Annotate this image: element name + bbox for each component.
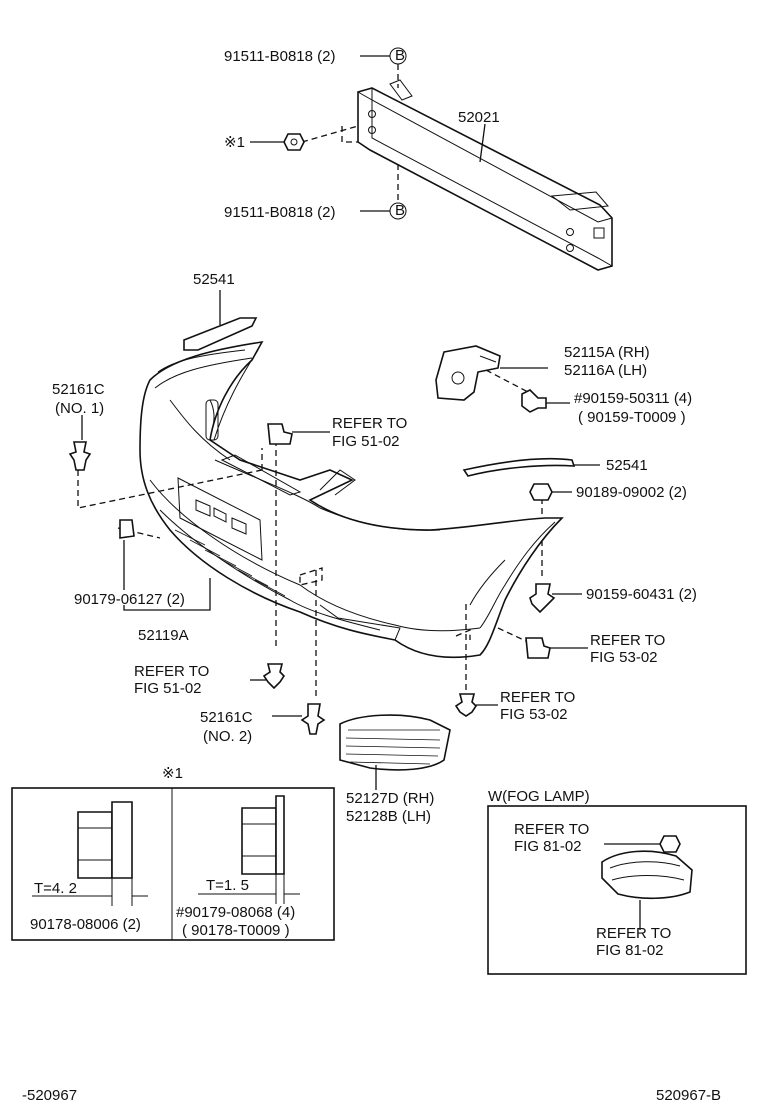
label-grille-lh: 52128B (LH) bbox=[346, 808, 431, 825]
bumper-reinforcement bbox=[357, 79, 613, 271]
label-nut-08006: 90178-08006 (2) bbox=[30, 916, 141, 933]
label-bolt-top: 91511-B0818 (2) bbox=[224, 48, 335, 65]
inset-nut-box bbox=[11, 787, 335, 941]
label-clip-no2: 52161C bbox=[200, 709, 253, 726]
label-fog-refer-1: REFER TO bbox=[514, 821, 589, 838]
callout-b-top-icon bbox=[389, 47, 407, 65]
label-screw-60431: 90159-60431 (2) bbox=[586, 586, 697, 603]
callout-b-bottom-icon bbox=[389, 202, 407, 220]
label-fig51-low: FIG 51-02 bbox=[134, 680, 202, 697]
upper-seal bbox=[183, 317, 258, 351]
label-nut-08068-alt: ( 90178-T0009 ) bbox=[182, 922, 290, 939]
label-clip-no1: 52161C bbox=[52, 381, 105, 398]
label-fig53-1: FIG 53-02 bbox=[590, 649, 658, 666]
clip-nut-top-icon bbox=[267, 423, 293, 445]
label-bracket-lh: 52116A (LH) bbox=[564, 362, 647, 379]
label-refer-fig51-top: REFER TO bbox=[332, 415, 407, 432]
screw-fig51-icon bbox=[262, 663, 286, 690]
label-thickness-1: T=4. 2 bbox=[34, 880, 77, 897]
nut-9002-icon bbox=[529, 483, 553, 501]
label-thickness-2: T=1. 5 bbox=[206, 877, 249, 894]
label-seal-top: 52541 bbox=[193, 271, 235, 288]
label-nut-9002: 90189-09002 (2) bbox=[576, 484, 687, 501]
side-seal bbox=[462, 457, 576, 477]
label-bolt-bottom: 91511-B0818 (2) bbox=[224, 204, 335, 221]
label-clip-no2-sub: (NO. 2) bbox=[203, 728, 252, 745]
footer-left: -520967 bbox=[22, 1087, 77, 1104]
label-bracket-rh: 52115A (RH) bbox=[564, 344, 650, 361]
screw-60431-icon bbox=[529, 583, 556, 614]
clip-nut-fig53-icon bbox=[525, 637, 551, 659]
clip-no2-icon bbox=[300, 703, 326, 735]
clip-no1-icon bbox=[68, 441, 92, 471]
label-refer-fig53-2: REFER TO bbox=[500, 689, 575, 706]
lower-grille bbox=[339, 714, 451, 771]
callout-b-bottom: B bbox=[395, 202, 405, 219]
label-clip-no1-sub: (NO. 1) bbox=[55, 400, 104, 417]
label-bumper-cover: 52119A bbox=[138, 627, 189, 644]
label-fog-fig-1: FIG 81-02 bbox=[514, 838, 582, 855]
label-nut-06127: 90179-06127 (2) bbox=[74, 591, 185, 608]
label-grille-rh: 52127D (RH) bbox=[346, 790, 434, 807]
bumper-cover bbox=[139, 340, 564, 659]
fog-lamp-box bbox=[487, 805, 747, 975]
label-fog-fig-2: FIG 81-02 bbox=[596, 942, 664, 959]
footer-right: 520967-B bbox=[656, 1087, 721, 1104]
bolt-side-icon bbox=[521, 389, 547, 413]
label-reinforcement: 52021 bbox=[458, 109, 500, 126]
label-nut-08068: #90179-08068 (4) bbox=[176, 904, 295, 921]
label-bolt-side-alt: ( 90159-T0009 ) bbox=[578, 409, 686, 426]
label-inset-title: ※1 bbox=[162, 765, 183, 782]
label-refer-fig53-1: REFER TO bbox=[590, 632, 665, 649]
nut-icon bbox=[283, 133, 305, 151]
label-fig51-top: FIG 51-02 bbox=[332, 433, 400, 450]
label-bolt-side: #90159-50311 (4) bbox=[574, 390, 692, 407]
side-bracket bbox=[435, 345, 501, 401]
label-fog-title: W(FOG LAMP) bbox=[488, 788, 590, 805]
screw-fig53-icon bbox=[454, 693, 478, 717]
label-fog-refer-2: REFER TO bbox=[596, 925, 671, 942]
nut-06127-icon bbox=[119, 519, 135, 539]
label-refer-fig51-low: REFER TO bbox=[134, 663, 209, 680]
label-ref-mark: ※1 bbox=[224, 134, 245, 151]
label-seal-side: 52541 bbox=[606, 457, 648, 474]
label-fig53-2: FIG 53-02 bbox=[500, 706, 568, 723]
callout-b-top: B bbox=[395, 47, 405, 64]
